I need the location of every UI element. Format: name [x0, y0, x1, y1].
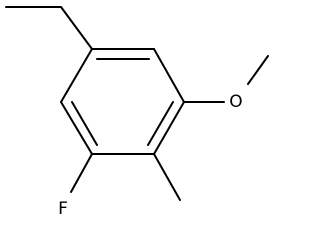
ethyl-bond-1 — [60, 6, 93, 50]
ring-bond-c6-c1 — [60, 48, 93, 103]
ring-bond-c3-c4 — [153, 101, 185, 155]
oxygen-atom-label: O — [229, 92, 242, 112]
ring-double-bond-inner-right — [147, 101, 174, 146]
molecule-structure-diagram: O F — [5, 6, 269, 219]
ring-bond-c2-c3 — [153, 48, 185, 103]
fluoro-bond — [70, 153, 93, 193]
methyl-bond — [153, 153, 181, 201]
methoxy-bond-o-ch3 — [247, 55, 269, 85]
fluorine-atom-label: F — [58, 199, 68, 219]
ring-double-bond-inner-left — [71, 101, 98, 146]
ring-bond-c5-c6 — [60, 101, 93, 155]
